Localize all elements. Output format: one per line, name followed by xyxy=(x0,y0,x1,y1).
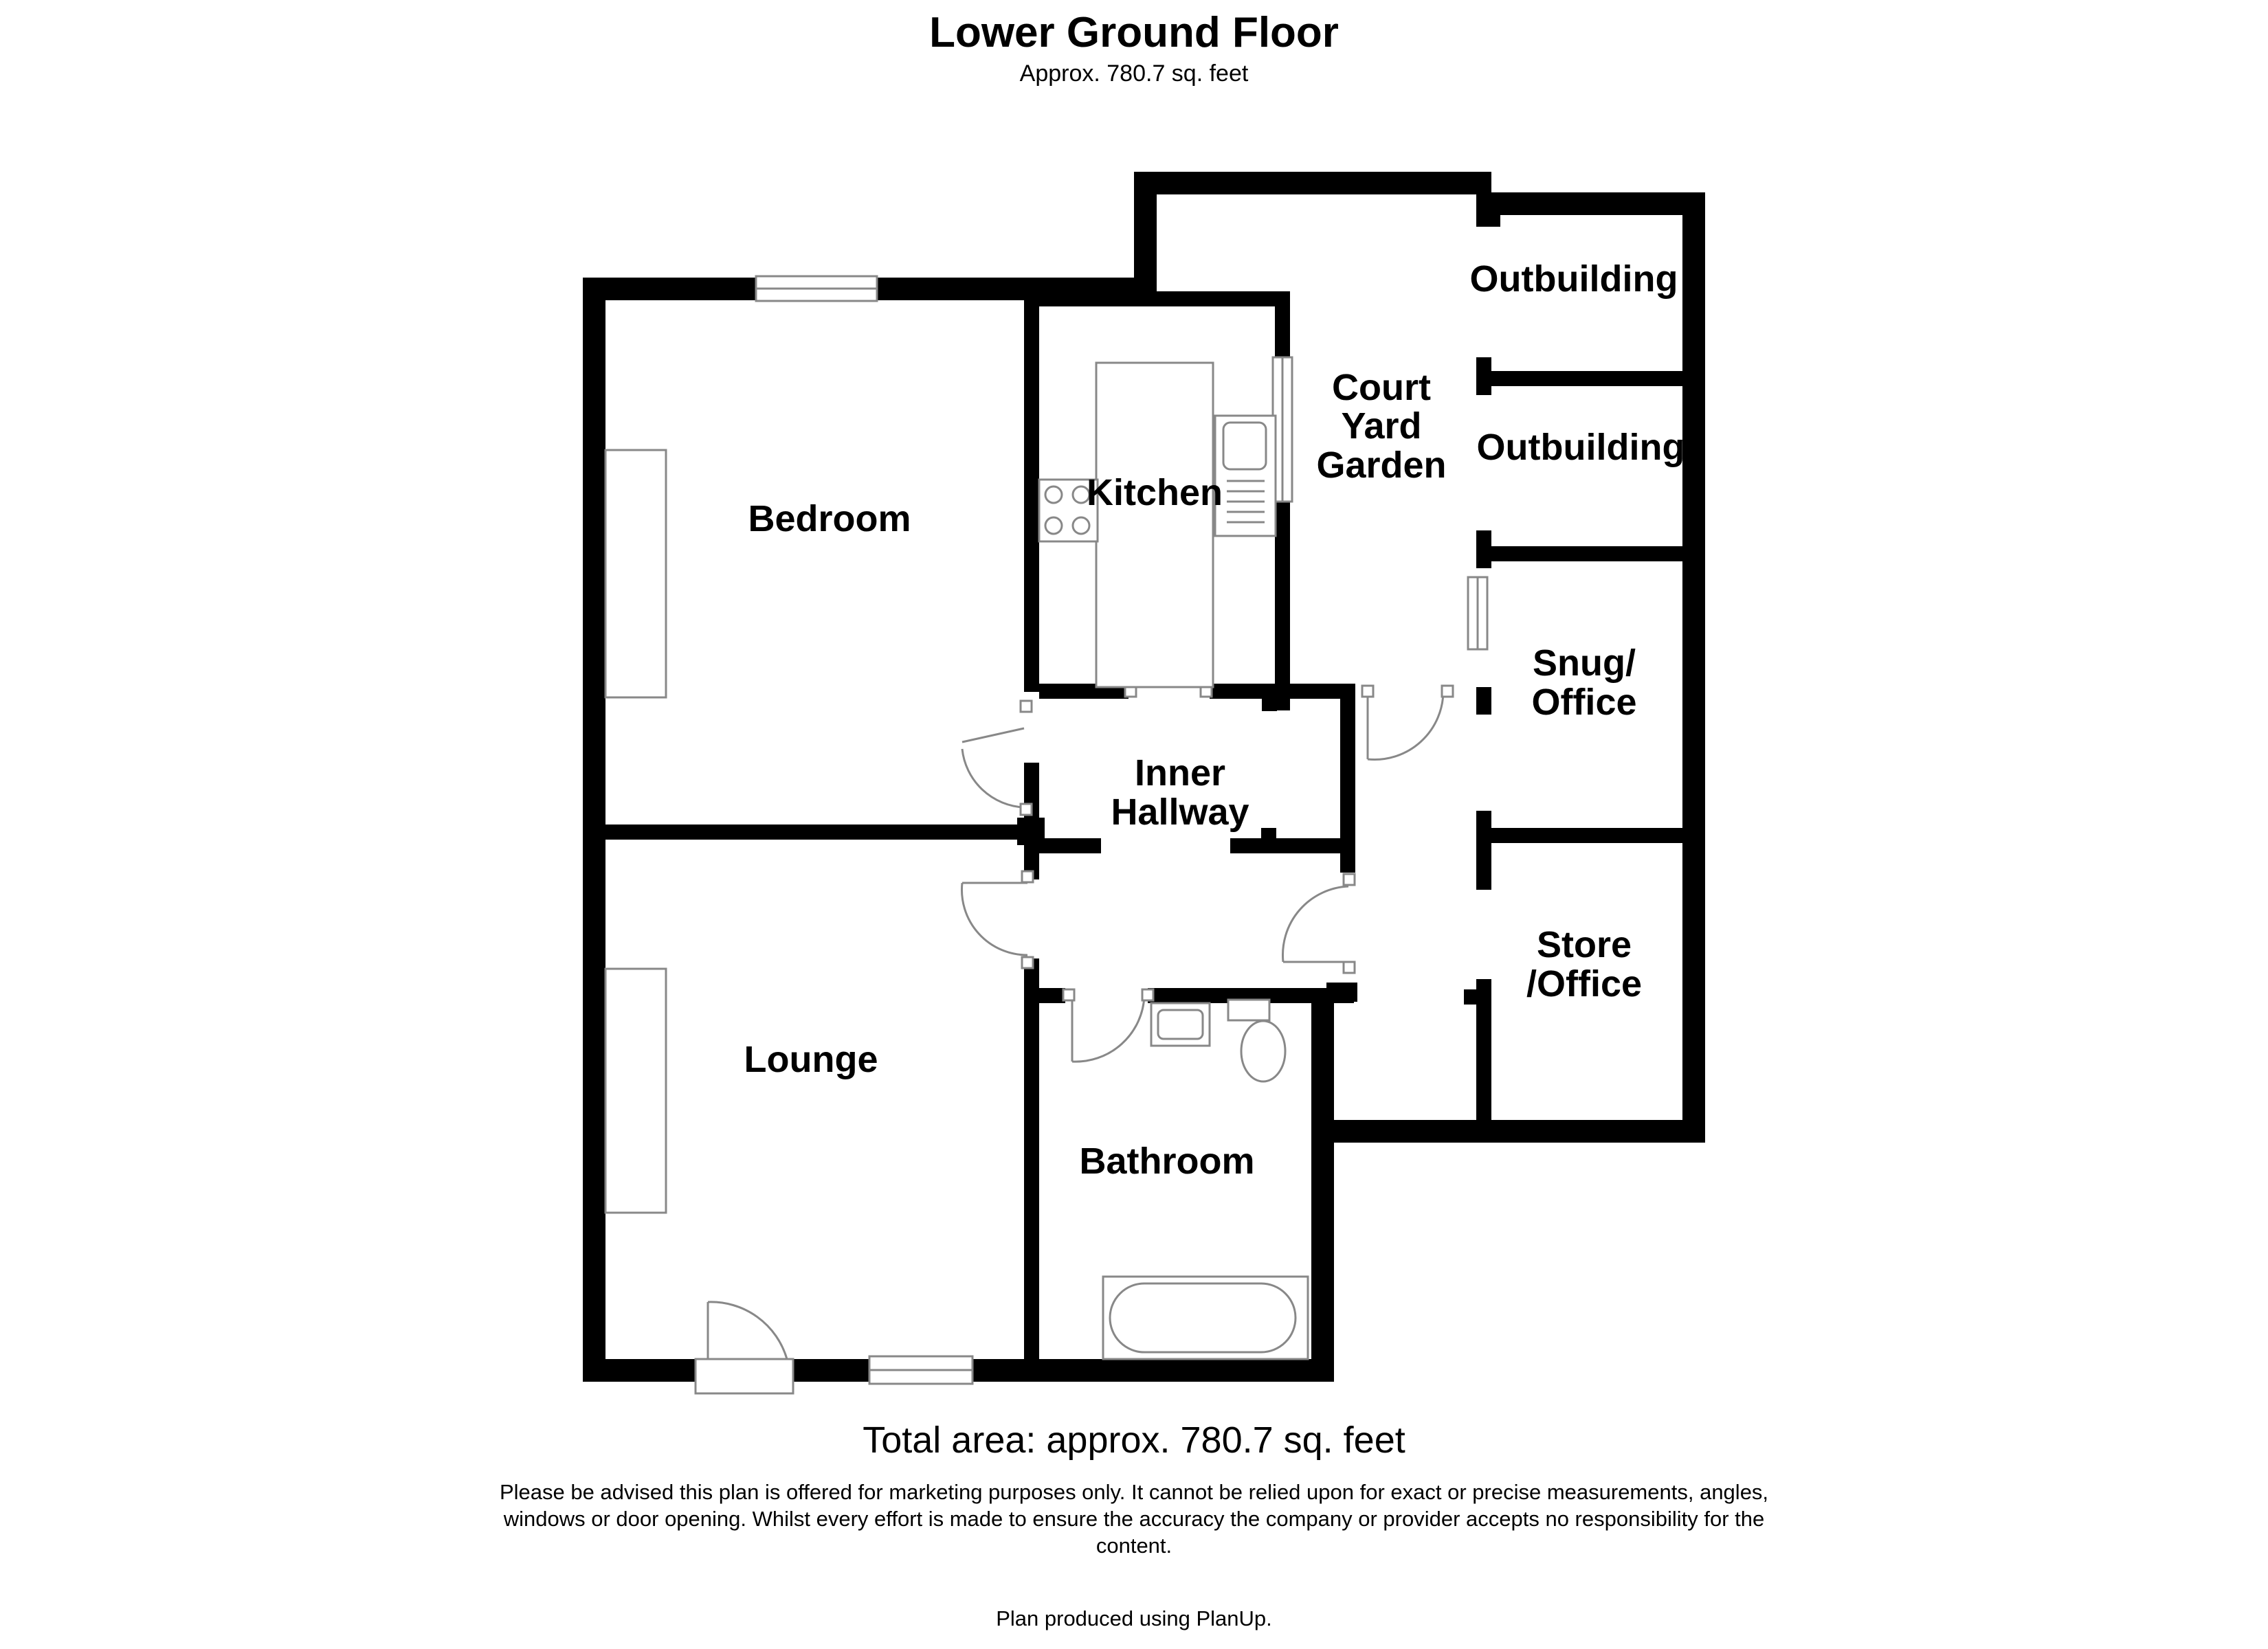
room-label-yard: Yard xyxy=(1341,405,1421,447)
windows xyxy=(755,275,1489,1385)
lounge-door xyxy=(960,870,1034,969)
disclaimer-line: Please be advised this plan is offered f… xyxy=(499,1480,1769,1504)
room-label-office: Office xyxy=(1531,682,1636,723)
room-label-bathroom: Bathroom xyxy=(1080,1141,1255,1182)
kitchen-island xyxy=(1095,361,1214,688)
room-label-outbuilding-1: Outbuilding xyxy=(1470,258,1678,300)
disclaimer-line: content. xyxy=(1096,1534,1172,1558)
lounge-chimney-breast xyxy=(604,967,667,1214)
toilet-icon xyxy=(1240,1020,1287,1083)
plan-title: Lower Ground Floor xyxy=(929,9,1339,56)
room-label-snug: Snug/ xyxy=(1533,642,1636,684)
bedroom-door xyxy=(961,699,1033,816)
credit: Plan produced using PlanUp. xyxy=(996,1606,1272,1630)
room-label-hallway: Hallway xyxy=(1111,792,1249,833)
disclaimer: Please be advised this plan is offered f… xyxy=(412,1479,1856,1559)
doors xyxy=(694,620,1454,1395)
room-label-store-office: /Office xyxy=(1526,963,1642,1005)
room-label-bedroom: Bedroom xyxy=(748,498,911,539)
room-labels: Bedroom Kitchen Court Yard Garden Outbui… xyxy=(744,258,1685,1182)
bedroom-wardrobe xyxy=(604,449,667,699)
toilet-cistern-icon xyxy=(1227,998,1271,1022)
fixtures xyxy=(604,361,1309,1360)
lounge-entrance-door xyxy=(694,1301,794,1395)
room-label-lounge: Lounge xyxy=(744,1039,878,1080)
plan-subtitle: Approx. 780.7 sq. feet xyxy=(1019,60,1249,87)
room-label-store: Store xyxy=(1537,924,1632,965)
room-label-kitchen: Kitchen xyxy=(1087,472,1223,513)
room-label-outbuilding-2: Outbuilding xyxy=(1477,427,1685,468)
courtyard-door xyxy=(1361,684,1454,761)
total-area: Total area: approx. 780.7 sq. feet xyxy=(863,1420,1405,1461)
room-label-garden: Garden xyxy=(1316,445,1446,486)
room-label-inner: Inner xyxy=(1135,752,1225,794)
hallway-side-door xyxy=(1282,873,1356,974)
bathroom-door xyxy=(1062,988,1155,1063)
disclaimer-line: windows or door opening. Whilst every ef… xyxy=(503,1507,1765,1531)
room-label-court: Court xyxy=(1332,367,1431,408)
